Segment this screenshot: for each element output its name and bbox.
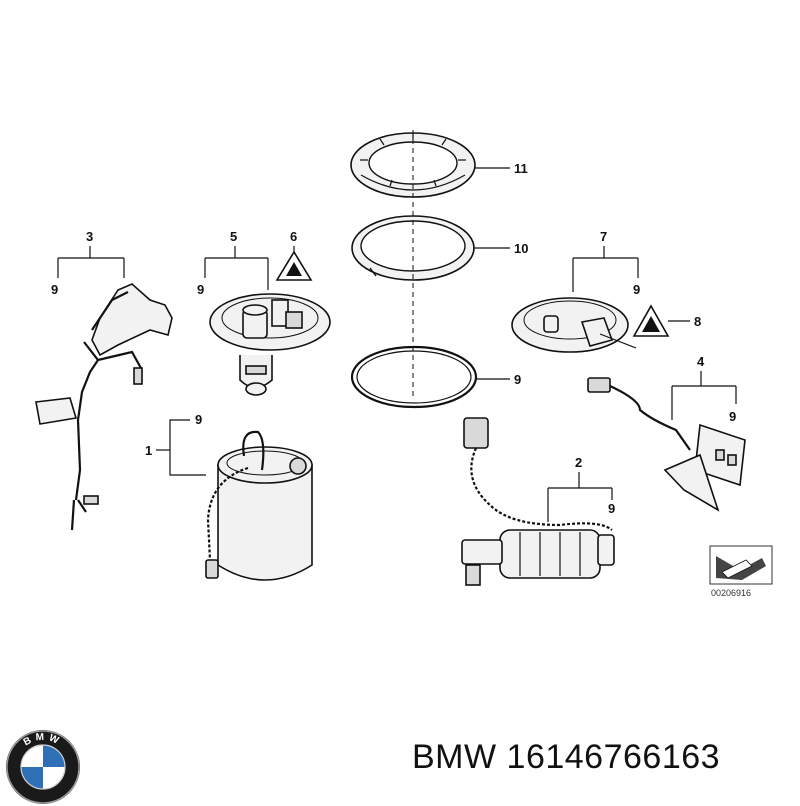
callout-4: 4	[697, 354, 705, 369]
fuel-filter-part	[461, 417, 615, 586]
callout-6: 6	[290, 229, 297, 244]
suction-flange-part	[511, 297, 637, 353]
part-caption: BMW 16146766163	[412, 738, 720, 777]
fuel-pump-flange-part	[209, 293, 331, 396]
o-ring-part	[350, 345, 478, 409]
callout-9-part-3: 9	[51, 282, 58, 297]
callout-10: 10	[514, 241, 528, 256]
callout-11: 11	[514, 161, 528, 176]
callout-9-part-7: 9	[633, 282, 640, 297]
wiring-harness-part	[35, 283, 173, 531]
bmw-logo-icon: BMW	[6, 730, 80, 804]
callout-9-o-ring: 9	[514, 372, 521, 387]
callout-7: 7	[600, 229, 607, 244]
fuel-pump-housing-part	[205, 430, 313, 581]
diagram-reference-number: 00206916	[711, 588, 751, 598]
callout-1: 1	[145, 443, 152, 458]
brand-name: BMW	[412, 738, 497, 776]
callout-5: 5	[230, 229, 237, 244]
callout-9-part-2: 9	[608, 501, 615, 516]
callout-9-part-1: 9	[195, 412, 202, 427]
callout-3: 3	[86, 229, 93, 244]
callout-8: 8	[694, 314, 701, 329]
warning-label-part	[275, 250, 313, 281]
warning-label-right-part	[632, 304, 670, 337]
part-number: 16146766163	[506, 738, 721, 776]
callout-2: 2	[575, 455, 582, 470]
retaining-ring-part	[350, 132, 476, 198]
level-sensor-part	[587, 377, 746, 512]
callout-9-part-4: 9	[729, 409, 736, 424]
callout-9-part-5: 9	[197, 282, 204, 297]
diagram-reference-box	[709, 545, 773, 585]
